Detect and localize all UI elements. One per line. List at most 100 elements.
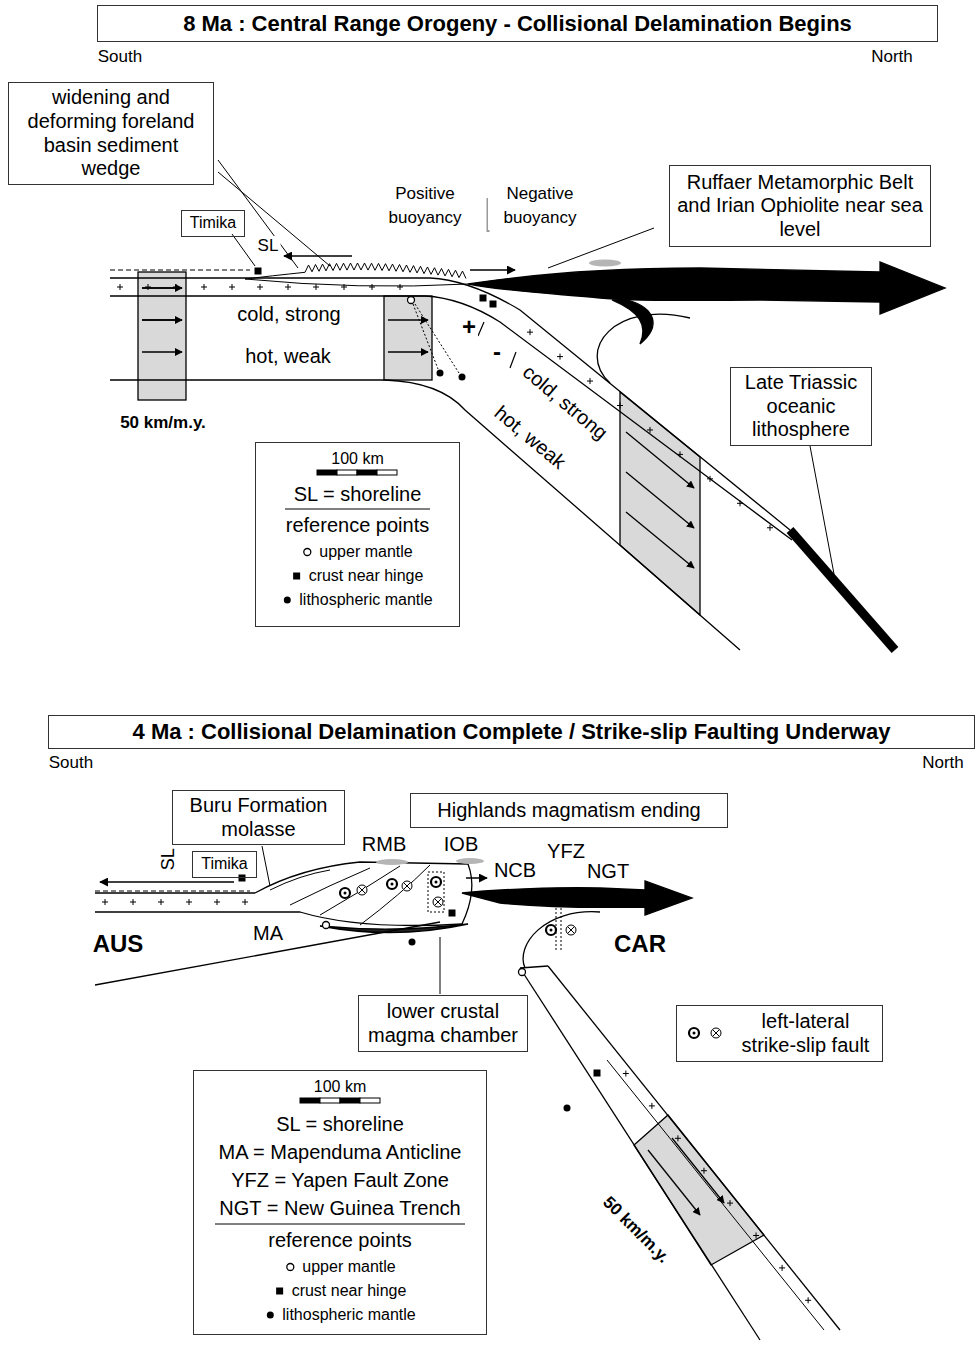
crust-pattern <box>313 284 319 290</box>
crust-hinge-point <box>490 301 497 308</box>
crust-pattern <box>701 1168 707 1174</box>
velocity-box <box>138 272 186 400</box>
legend-text: SL = shoreline <box>260 483 455 507</box>
crust-pattern <box>214 899 220 905</box>
crust-hinge-point <box>239 875 246 882</box>
box-text: widening and deforming foreland basin se… <box>15 86 207 180</box>
fault-motion-out <box>689 1028 699 1038</box>
fault-motion-out <box>340 888 350 898</box>
legend-text: reference points <box>260 514 455 538</box>
crust-pattern <box>623 1071 629 1077</box>
panel-heading: 4 Ma : Collisional Delamination Complete… <box>48 715 975 749</box>
lithosphere-base-line <box>95 922 440 985</box>
lithospheric-mantle-point <box>437 370 444 377</box>
overriding-plate <box>462 881 692 915</box>
velocity-arrow <box>672 1138 724 1203</box>
crust-pattern <box>557 354 563 360</box>
box-text: Highlands magmatism ending <box>437 799 700 823</box>
crust-hinge-point <box>255 268 262 275</box>
legend-symbol <box>264 1309 276 1321</box>
shoreline-arrow <box>100 881 234 883</box>
wedge-base-line <box>245 279 468 286</box>
fault-motion-in <box>433 897 443 907</box>
velocity-arrow <box>648 1150 700 1215</box>
upper-mantle-point <box>519 969 526 976</box>
crust-pattern <box>242 899 248 905</box>
rate-label: 50 km/m.y. <box>118 413 208 433</box>
velocity-arrows <box>142 288 182 352</box>
legend-symbol <box>301 546 313 558</box>
buoyancy-sign: + <box>460 313 478 341</box>
motion-arrow <box>470 269 515 271</box>
legend-text: lithospheric mantle <box>299 591 432 609</box>
panel-4ma-art <box>95 846 840 1340</box>
box-text: left-lateral strike-slip fault <box>735 1010 876 1057</box>
callout-box: widening and deforming foreland basin se… <box>8 82 214 185</box>
buoyancy-tick <box>478 322 516 368</box>
callout-box: Late Triassic oceanic lithosphere <box>730 367 872 446</box>
scale-bar <box>360 1098 380 1103</box>
slab-top-line <box>110 278 790 530</box>
crust-pattern <box>117 284 123 290</box>
plate-name: AUS <box>91 930 146 958</box>
crust-pattern <box>397 284 403 290</box>
upper-mantle-point <box>408 297 415 304</box>
fault-motion-in <box>713 1030 719 1036</box>
thrust-fault <box>320 866 400 915</box>
callout-box: lower crustal magma chamber <box>358 995 528 1052</box>
leader-line <box>262 846 270 886</box>
crust-pattern <box>707 476 713 482</box>
fault-motion-in <box>357 885 367 895</box>
magmatic-outcrop <box>456 858 484 864</box>
crust-pattern <box>727 1200 733 1206</box>
box-text: Timika <box>201 855 248 874</box>
place-box: Timika <box>192 851 257 878</box>
crust-pattern <box>130 899 136 905</box>
velocity-box <box>384 296 432 380</box>
fault-motion-in <box>359 887 365 893</box>
buoyancy-label: Negative buoyancy <box>488 182 592 230</box>
legend-symbol <box>291 570 303 582</box>
motion-arrow <box>466 877 487 879</box>
legend-text: reference points <box>198 1229 482 1253</box>
crust-hinge-point <box>594 1070 601 1077</box>
legend-entry: crust near hinge <box>291 567 424 585</box>
unit-abbreviation: NGT <box>585 860 631 883</box>
reference-track <box>413 304 459 373</box>
legend-entry: crust near hinge <box>274 1282 407 1300</box>
legend-text: crust near hinge <box>292 1282 407 1300</box>
lithospheric-mantle-point <box>284 597 291 604</box>
wedge-top-line <box>245 272 305 279</box>
crust-hinge-point <box>293 573 300 580</box>
fault-motion-in <box>402 881 412 891</box>
velocity-arrow <box>626 512 694 568</box>
crust-hinge-point <box>276 1288 283 1295</box>
sea-level-line <box>110 270 250 271</box>
generated-art <box>102 263 811 1303</box>
fault-motion-out <box>387 879 397 889</box>
callout-box: Buru Formation molasse <box>172 790 345 845</box>
leader-line <box>548 228 654 268</box>
legend-text: MA = Mapenduma Anticline <box>198 1141 482 1165</box>
overriding-plate <box>468 262 945 314</box>
place-box: Timika <box>181 210 245 237</box>
legend-text: SL = shoreline <box>198 1113 482 1137</box>
fault-zone-box <box>428 872 444 912</box>
legend-text: YFZ = Yapen Fault Zone <box>198 1169 482 1193</box>
mantle-wedge-line <box>597 314 690 383</box>
rheology-label: hot, weak <box>243 345 333 368</box>
fault-motion-out <box>550 929 553 932</box>
lithosphere-base-line <box>110 380 740 650</box>
box-text: Timika <box>190 214 237 233</box>
legend-entry: lithospheric mantle <box>264 1306 415 1324</box>
direction-label: North <box>920 753 966 773</box>
unit-abbreviation: IOB <box>442 833 480 856</box>
fault-motion-out <box>431 877 441 887</box>
legend-symbol <box>274 1285 286 1297</box>
box-text: 8 Ma : Central Range Orogeny - Collision… <box>183 11 852 37</box>
crust-pattern <box>675 1135 681 1141</box>
velocity-box <box>620 392 700 615</box>
crust-pattern <box>649 1103 655 1109</box>
crust-pattern <box>617 403 623 409</box>
